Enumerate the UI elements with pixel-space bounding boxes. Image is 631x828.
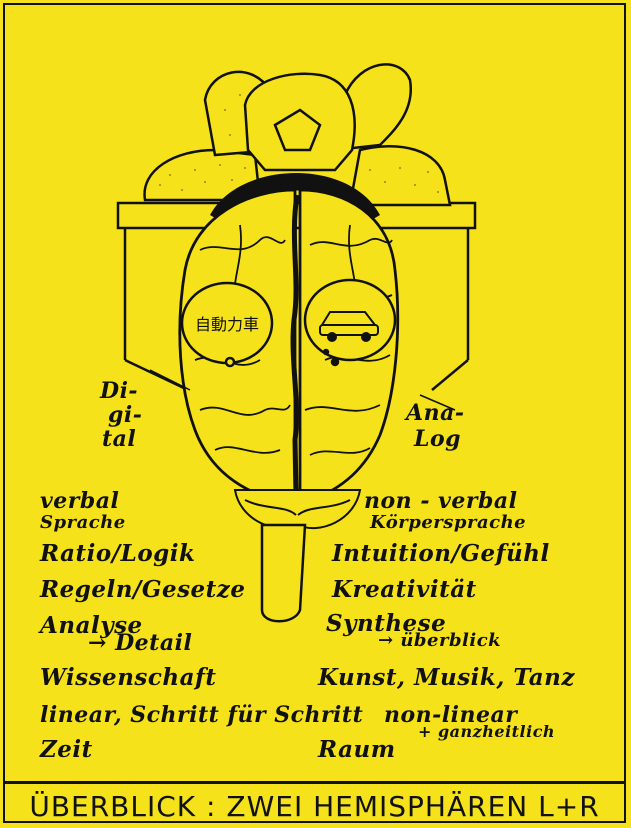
right-item-raum: Raum (318, 736, 396, 763)
label-analog-2: Log (414, 426, 461, 452)
left-item-linear: linear, Schritt für Schritt (40, 702, 363, 728)
right-item-nonverbal: non - verbal (364, 488, 517, 514)
head (245, 74, 355, 170)
left-item-zeit: Zeit (40, 736, 93, 763)
left-item-detail: → Detail (88, 630, 192, 656)
footer-title: ÜBERBLICK : ZWEI HEMISPHÄREN L+R (3, 790, 626, 823)
left-item-wissenschaft: Wissenschaft (40, 664, 217, 691)
bubble-left-text: 自動力車 (195, 315, 259, 334)
label-digital-3: tal (102, 426, 136, 452)
right-item-kreativitaet: Kreativität (332, 576, 477, 603)
right-item-kunst: Kunst, Musik, Tanz (318, 664, 575, 691)
left-item-ratio: Ratio/Logik (40, 540, 195, 567)
label-analog-1: Ana- (406, 400, 464, 426)
left-item-regeln: Regeln/Gesetze (40, 576, 246, 603)
right-item-koerpersprache: Körpersprache (370, 512, 526, 533)
brain-stem (262, 525, 305, 621)
left-item-sprache: Sprache (40, 512, 126, 533)
cerebellum (235, 490, 360, 528)
right-item-intuition: Intuition/Gefühl (332, 540, 550, 567)
left-item-verbal: verbal (40, 488, 119, 514)
label-digital-1: Di- (100, 378, 138, 404)
right-item-ueberblick: → überblick (378, 630, 501, 651)
fissure (293, 195, 297, 495)
footer-bar: ÜBERBLICK : ZWEI HEMISPHÄREN L+R (3, 781, 626, 823)
label-digital-2: gi- (108, 402, 142, 428)
right-item-ganzheitlich: + ganzheitlich (418, 722, 555, 741)
